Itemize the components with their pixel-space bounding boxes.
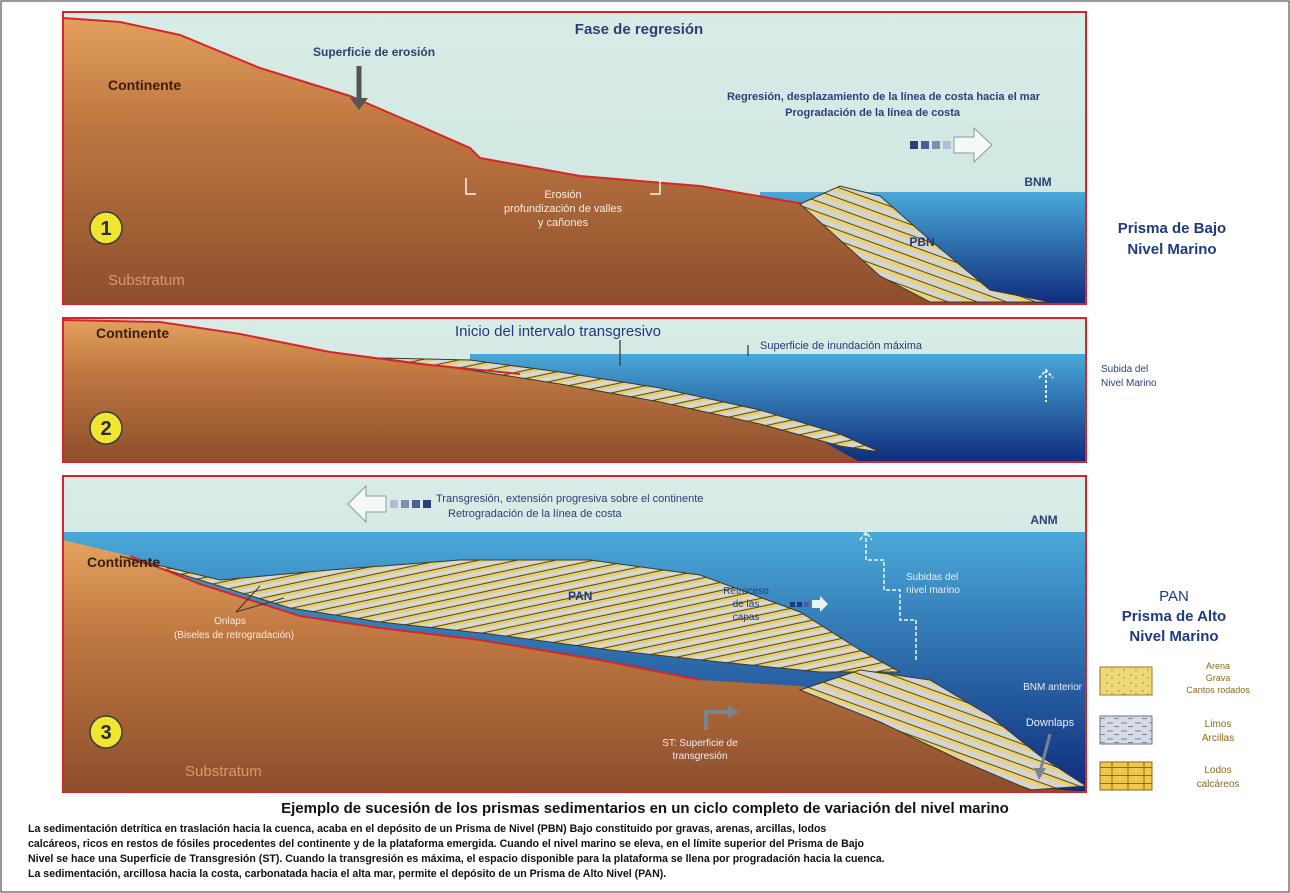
side-label-1-line2: Nivel Marino <box>1127 241 1216 258</box>
panel-2-sea-rise-arrow <box>1038 368 1054 402</box>
panel-2-number: 2 <box>100 418 111 440</box>
panel-3-downlaps-arrow <box>1038 733 1052 773</box>
panel-1-title: Fase de regresión <box>575 21 703 38</box>
panel-3-bnm-anterior-label: BNM anterior <box>1023 682 1083 693</box>
panel-3-pbn-prism <box>798 669 1088 791</box>
panel-3: Transgresión, extensión progresiva sobre… <box>62 475 1088 793</box>
legend-swatch-limos <box>1099 715 1153 745</box>
panel-3-border <box>62 475 1087 793</box>
panel-1-substratum-label: Substratum <box>108 272 185 289</box>
panel-3-number-badge <box>89 715 123 749</box>
panel-1-regression-arrow <box>910 126 993 164</box>
legend-swatch-arena <box>1099 666 1153 696</box>
panel-3-downlaps-arrow-head <box>1034 768 1046 780</box>
panel-1-erosion-surface-line <box>62 17 811 206</box>
side-label-3-pan: PAN <box>1159 588 1189 605</box>
panel-2-subida-line2: Nivel Marino <box>1101 378 1157 389</box>
panel-1-number-badge <box>89 211 123 245</box>
panel-1-regresion-line2: Progradación de la línea de costa <box>785 107 961 119</box>
panel-1-pbn-prism <box>799 185 1051 303</box>
legend-arena-line3: Cantos rodados <box>1186 685 1250 695</box>
panel-3-onlaps-line2: (Biseles de retrogradación) <box>174 630 294 641</box>
side-label-3-line2: Nivel Marino <box>1129 628 1218 645</box>
panel-3-retroceso-line3: capas <box>733 612 760 623</box>
panel-2-surface-line <box>62 319 521 375</box>
panel-3-st-line1: ST: Superficie de <box>662 738 738 749</box>
legend-limos-line1: Limos <box>1205 719 1232 730</box>
panel-3-retroceso-line2: de las <box>733 599 760 610</box>
panel-2-continente-label: Continente <box>96 325 169 341</box>
panel-2-number-badge <box>89 411 123 445</box>
legend-arena-line1: Arena <box>1206 661 1230 671</box>
panel-1-erosion-arrow-head <box>350 98 368 110</box>
caption-body: La sedimentación detrítica en traslación… <box>28 822 1283 882</box>
panel-2-border <box>62 317 1087 463</box>
panel-1-continente-label: Continente <box>108 77 181 93</box>
legend-limos-line2: Arcillas <box>1202 733 1234 744</box>
panel-3-subidas-line2: nivel marino <box>906 585 960 596</box>
panel-3-retroceso-line1: Retroceso <box>723 586 769 597</box>
side-label-1-line1: Prisma de Bajo <box>1118 220 1226 237</box>
panel-3-stepped-rise-arrow <box>859 530 917 660</box>
panel-2: Continente Inicio del intervalo transgre… <box>62 317 1157 463</box>
panel-3-trans-line2: Retrogradación de la línea de costa <box>448 508 623 520</box>
panel-3-subidas-line1: Subidas del <box>906 572 958 583</box>
caption-title: Ejemplo de sucesión de los prismas sedim… <box>281 800 1009 817</box>
panel-2-subida-line1: Subida del <box>1101 364 1148 375</box>
panel-3-onlaps-pointer <box>235 585 285 613</box>
panel-3-trans-line1: Transgresión, extensión progresiva sobre… <box>436 493 703 505</box>
panel-3-transgression-arrow <box>347 484 431 524</box>
panel-3-continente-label: Continente <box>87 554 160 570</box>
panel-2-inundacion-label: Superficie de inundación máxima <box>760 340 923 352</box>
panel-3-onlaps-line1: Onlaps <box>214 616 246 627</box>
legend-arena-line2: Grava <box>1206 673 1231 683</box>
panel-3-st-pointer <box>704 710 730 730</box>
panel-1-regresion-line1: Regresión, desplazamiento de la línea de… <box>727 91 1041 103</box>
panel-3-transgression-surface-line <box>129 555 701 681</box>
panel-1-bnm-label: BNM <box>1024 175 1051 189</box>
panel-3-st-pointer-head <box>728 706 740 718</box>
caption-line-1: La sedimentación detrítica en traslación… <box>28 823 827 835</box>
legend: Arena Grava Cantos rodados Limos Arcilla… <box>1099 661 1250 791</box>
caption-line-3: Nivel se hace una Superficie de Transgre… <box>28 853 885 865</box>
panel-3-retroceso-arrow <box>790 596 828 612</box>
panel-1-pbn-label: PBN <box>909 235 934 249</box>
panel-3-number: 3 <box>100 722 111 744</box>
panel-3-continent <box>63 540 1086 792</box>
panel-1: Fase de regresión Continente Superficie … <box>62 11 1087 305</box>
panel-1-erosion-bracket <box>465 178 661 195</box>
panel-2-inicio-label: Inicio del intervalo transgresivo <box>455 323 661 340</box>
legend-lodos-line1: Lodos <box>1204 765 1231 776</box>
panel-1-erosion-text-2: profundización de valles <box>504 203 623 215</box>
panel-3-anm-label: ANM <box>1030 513 1057 527</box>
panel-1-number: 1 <box>100 218 111 240</box>
legend-swatch-lodos <box>1099 761 1153 791</box>
panel-1-border <box>62 11 1087 305</box>
legend-lodos-line2: calcáreos <box>1197 779 1240 790</box>
panel-1-erosion-text-3: y cañones <box>538 217 589 229</box>
panel-1-erosion-text-1: Erosión <box>544 189 581 201</box>
panel-3-downlaps-label: Downlaps <box>1026 717 1075 729</box>
panel-1-erosion-label: Superficie de erosión <box>313 45 435 59</box>
caption-line-2: calcáreos, ricos en restos de fósiles pr… <box>28 838 865 850</box>
panel-3-st-line2: transgresión <box>672 751 727 762</box>
panel-3-pan-prism <box>119 555 901 673</box>
panel-3-substratum-label: Substratum <box>185 763 262 780</box>
panel-2-transgressive-layers <box>379 357 881 453</box>
panel-2-continent <box>63 318 860 462</box>
caption-line-4: La sedimentación, arcillosa hacia la cos… <box>28 868 667 880</box>
side-label-3-line1: Prisma de Alto <box>1122 608 1226 625</box>
panel-3-pan-label: PAN <box>568 589 592 603</box>
